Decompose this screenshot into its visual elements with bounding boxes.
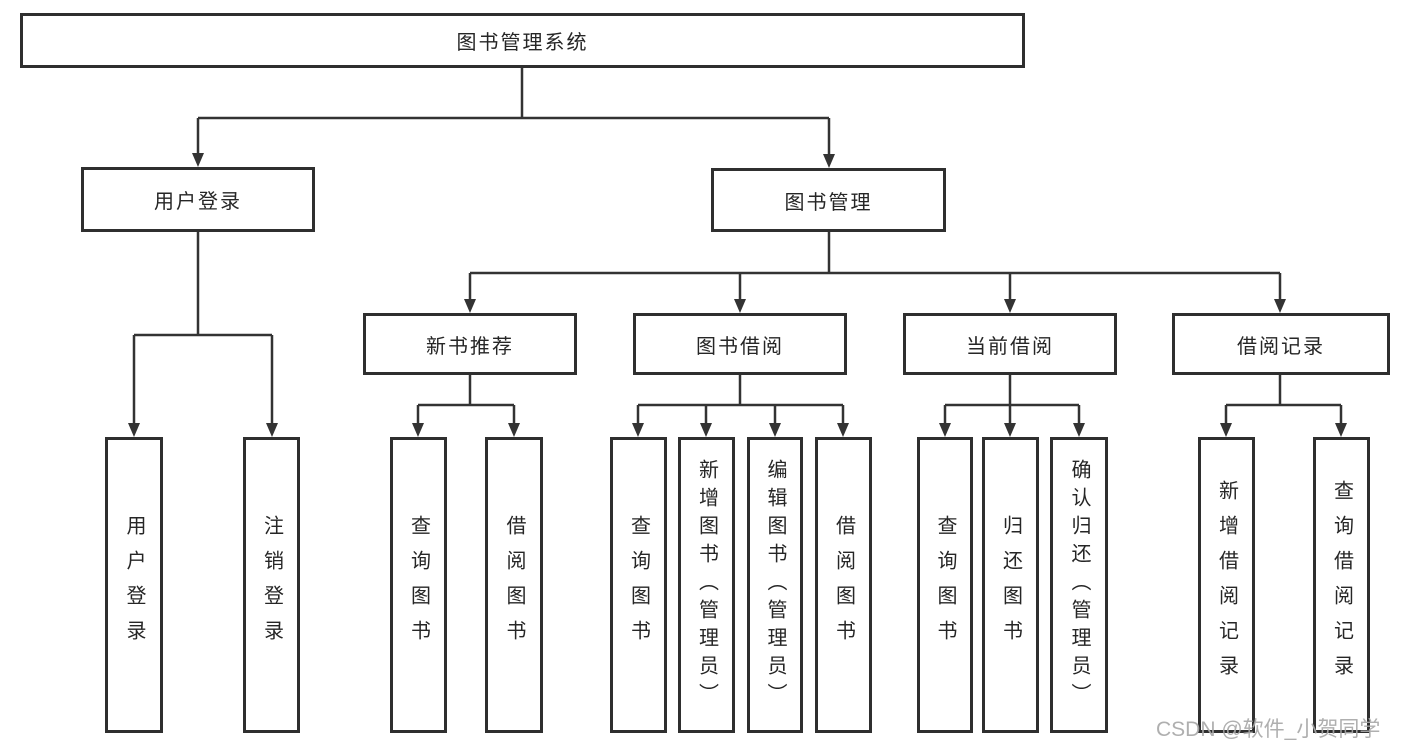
leaf-confirm-return-admin: 确认归还（管理员）	[1050, 437, 1108, 733]
leaf-return-books: 归还图书	[982, 437, 1039, 733]
node-book-borrowing: 图书借阅	[633, 313, 847, 375]
leaf-query-books-3: 查询图书	[917, 437, 973, 733]
leaf-user-login: 用户登录	[105, 437, 163, 733]
leaf-add-borrow-record: 新增借阅记录	[1198, 437, 1255, 733]
leaf-add-books-admin: 新增图书（管理员）	[678, 437, 735, 733]
node-root-system: 图书管理系统	[20, 13, 1025, 68]
leaf-edit-books-admin: 编辑图书（管理员）	[747, 437, 803, 733]
csdn-watermark: CSDN @软件_小贺同学	[1156, 718, 1381, 741]
leaf-logout: 注销登录	[243, 437, 300, 733]
arrowheads	[128, 153, 1347, 437]
leaf-query-books-1: 查询图书	[390, 437, 447, 733]
leaf-query-borrow-record: 查询借阅记录	[1313, 437, 1370, 733]
node-new-book-recommendation: 新书推荐	[363, 313, 577, 375]
leaf-query-books-2: 查询图书	[610, 437, 667, 733]
node-current-borrowing: 当前借阅	[903, 313, 1117, 375]
leaf-borrow-books-2: 借阅图书	[815, 437, 872, 733]
node-book-management: 图书管理	[711, 168, 946, 232]
leaf-borrow-books-1: 借阅图书	[485, 437, 543, 733]
node-user-login: 用户登录	[81, 167, 315, 232]
node-borrowing-records: 借阅记录	[1172, 313, 1390, 375]
